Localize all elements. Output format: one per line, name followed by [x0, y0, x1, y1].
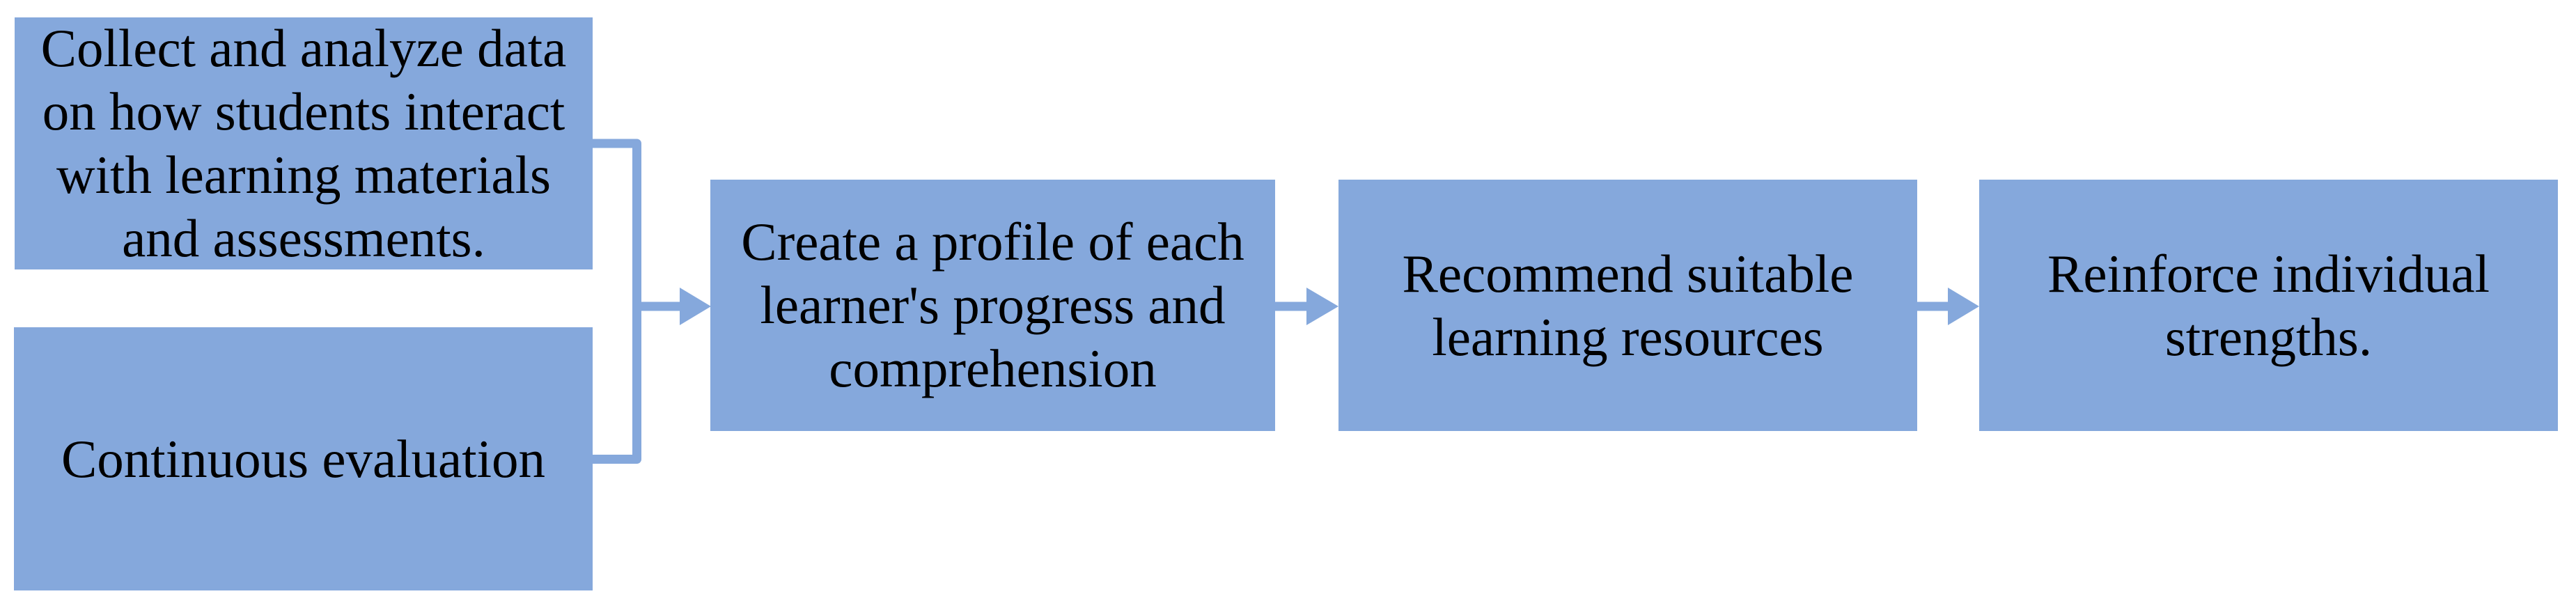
- text-line: Recommend suitable: [1402, 243, 1854, 304]
- text-line: with learning materials: [56, 145, 551, 205]
- text-line: Reinforce individual: [2047, 243, 2490, 304]
- text-line: comprehension: [829, 338, 1157, 398]
- text-line: strengths.: [2164, 306, 2373, 367]
- flowchart-box-collect-data: Collect and analyze data on how students…: [15, 17, 593, 269]
- text-line: Collect and analyze data: [40, 18, 567, 78]
- flowchart-box-reinforce-strengths: Reinforce individual strengths.: [1979, 180, 2558, 431]
- text-line: Continuous evaluation: [61, 428, 546, 489]
- text-line: learning resources: [1432, 306, 1824, 367]
- elbow-connector: [593, 139, 641, 464]
- text-line: and assessments.: [122, 208, 485, 268]
- arrow-head-to-create-profile: [680, 288, 711, 325]
- text-line: Create a profile of each: [741, 212, 1244, 272]
- text-line: learner's progress and: [760, 275, 1226, 335]
- flowchart-box-recommend-resources: Recommend suitable learning resources: [1338, 180, 1917, 431]
- flowchart-box-continuous-evaluation: Continuous evaluation: [14, 327, 593, 590]
- arrow-head-recommend-to-reinforce: [1948, 288, 1979, 325]
- text-line: on how students interact: [42, 81, 565, 141]
- arrow-head-profile-to-recommend: [1306, 288, 1338, 325]
- flowchart-box-create-profile: Create a profile of each learner's progr…: [710, 180, 1275, 431]
